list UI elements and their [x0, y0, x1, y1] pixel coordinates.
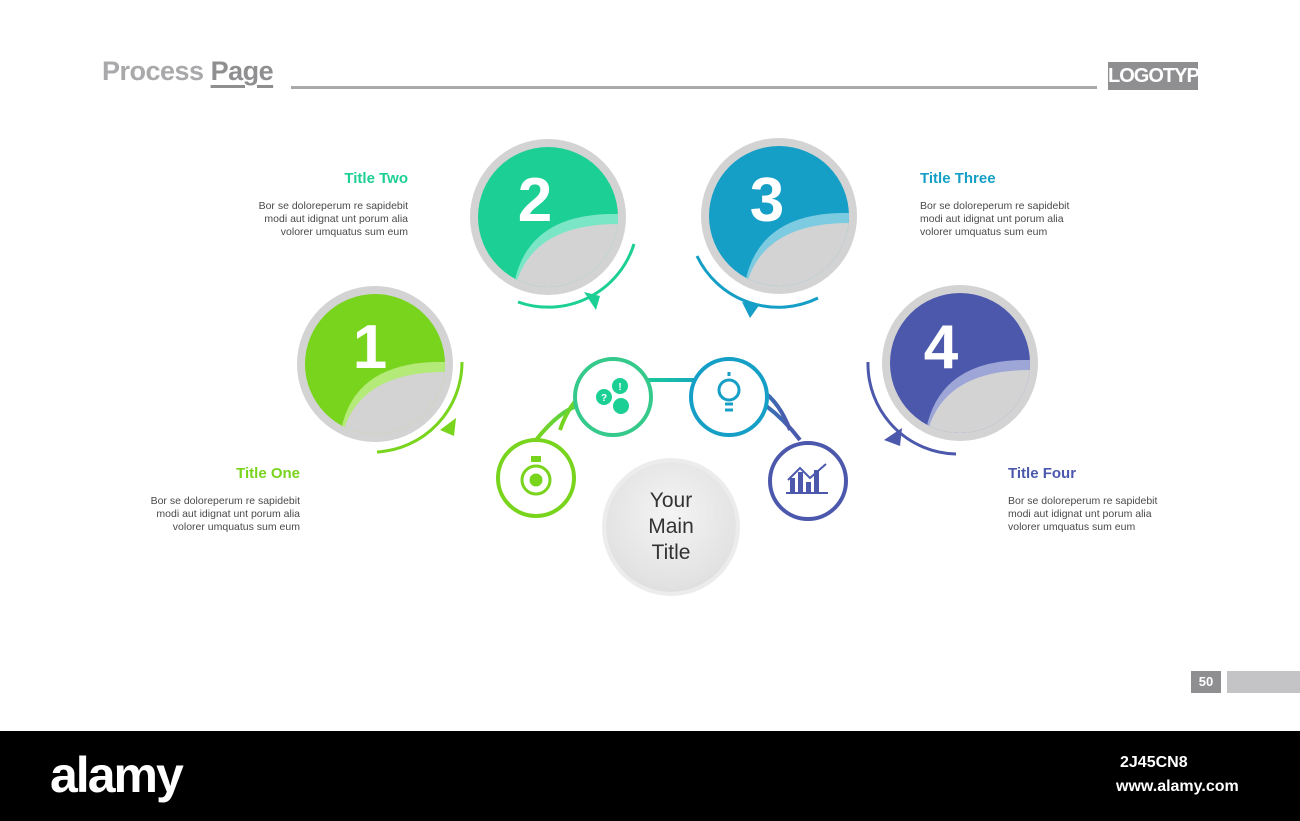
step-1-badge: 1	[297, 286, 464, 454]
svg-text:?: ?	[601, 393, 607, 404]
page-title: Process Page	[102, 56, 274, 86]
footer-bar	[0, 731, 1300, 821]
alamy-logo: alamy	[50, 747, 184, 803]
icon-node-3	[689, 357, 769, 437]
main-title-circle: Your Main Title	[606, 462, 736, 592]
step-2-title: Title Two	[344, 170, 408, 187]
step-3-number: 3	[750, 166, 784, 235]
step-4-number: 4	[924, 313, 959, 382]
stopwatch-gear-icon	[520, 456, 552, 496]
icon-node-1	[496, 438, 576, 518]
light-bulb-icon	[717, 372, 741, 412]
step-4-title: Title Four	[1008, 465, 1077, 482]
step-1-title: Title One	[236, 465, 300, 482]
page-number-bar	[1227, 671, 1300, 693]
stock-image-id: 2J45CN8	[1120, 754, 1188, 771]
step-2-badge: 2	[470, 139, 636, 310]
step-2-number: 2	[518, 166, 552, 235]
step-3-badge: 3	[695, 138, 857, 318]
process-diagram: ? ! 1	[297, 138, 1038, 521]
icon-node-2: ? !	[573, 357, 653, 437]
icon-node-4	[768, 441, 848, 521]
step-1-number: 1	[353, 313, 387, 382]
chat-bubbles-icon: ? !	[596, 378, 629, 414]
svg-text:!: !	[618, 382, 621, 393]
stock-url: www.alamy.com	[1116, 778, 1239, 795]
page-number: 50	[1191, 671, 1221, 693]
bar-chart-icon	[786, 463, 828, 494]
logo: LOGOTYPE	[1108, 62, 1212, 90]
connector-path-band	[558, 378, 792, 431]
main-title-text: Your Main Title	[648, 489, 694, 564]
step-4-badge: 4	[866, 285, 1038, 456]
step-3-title: Title Three	[920, 170, 996, 187]
header-divider	[291, 86, 1097, 89]
